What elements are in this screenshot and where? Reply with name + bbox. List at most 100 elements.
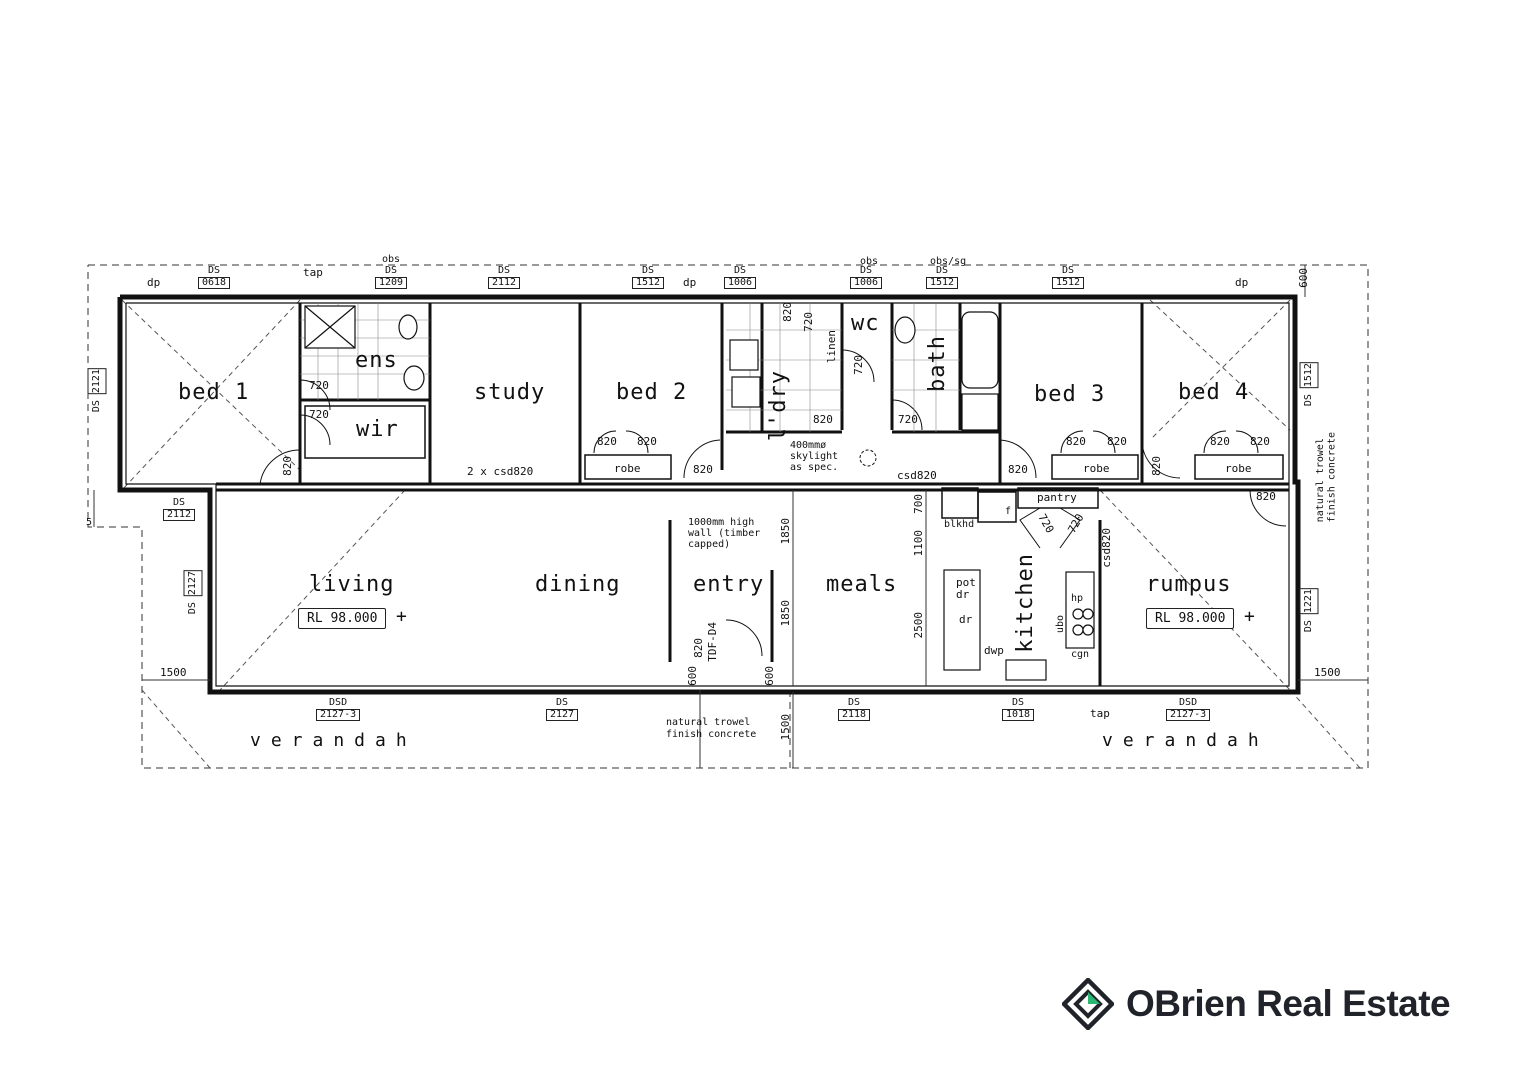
entry-door-label: TDF-D4 <box>706 622 719 662</box>
dim-820-bed4: 820 <box>1150 456 1163 476</box>
dim-720-ens: 720 <box>309 379 329 392</box>
room-bed-3: bed 3 <box>1034 382 1106 407</box>
dim-600-right: 600 <box>763 666 776 686</box>
rl-marker-living: RL 98.000 <box>298 608 387 629</box>
pot-drawer-label: pot dr <box>956 576 976 601</box>
underbench-oven-label: ubo <box>1055 615 1066 634</box>
dim-820-bed2: 820 <box>693 463 713 476</box>
downpipe-1: dp <box>147 276 161 289</box>
room-pantry: pantry <box>1037 491 1077 504</box>
window-ds-2121: DS 2121 <box>88 368 107 412</box>
room-ens: ens <box>355 348 398 373</box>
diamond-logo-icon <box>1062 978 1114 1030</box>
dim-720-wc: 720 <box>852 355 865 375</box>
room-dining: dining <box>535 572 621 597</box>
obs-sg-note: obs/sg <box>930 256 967 267</box>
cooking-label: cgn <box>1071 649 1090 660</box>
robe-bed-3: robe <box>1083 462 1110 475</box>
dim-600-left: 600 <box>686 666 699 686</box>
note-timber-wall: 1000mm high wall (timber capped) <box>688 517 761 550</box>
window-ds-1221: DS 1221 <box>1300 588 1319 632</box>
dim-720-wir: 720 <box>309 408 329 421</box>
room-laundry: l'dry <box>766 370 791 442</box>
room-wc: wc <box>851 311 880 336</box>
dim-820-rumpus: 820 <box>1256 490 1276 503</box>
verandah-front-left: verandah <box>250 730 417 751</box>
room-study: study <box>474 380 546 405</box>
dim-1850-lower: 1850 <box>779 600 792 627</box>
dim-600-top: 600 <box>1297 268 1310 288</box>
dim-820-ldry: 820 <box>813 413 833 426</box>
dim-700: 700 <box>912 494 925 514</box>
note-concrete-side: natural trowel finish concrete <box>1315 432 1338 523</box>
room-bed-4: bed 4 <box>1178 380 1250 405</box>
dishwasher-label: dwp <box>984 644 1004 657</box>
dim-820-robe2b: 820 <box>637 435 657 448</box>
dim-820-bed3: 820 <box>1008 463 1028 476</box>
room-entry: entry <box>693 572 765 597</box>
dim-820-entry: 820 <box>692 638 705 658</box>
room-rumpus: rumpus <box>1146 572 1232 597</box>
obs-note-wc: obs <box>860 256 879 267</box>
dim-820-robe3b: 820 <box>1107 435 1127 448</box>
dim-820-robe2a: 820 <box>597 435 617 448</box>
dim-2500: 2500 <box>912 612 925 639</box>
brand-name: OBrien Real Estate <box>1126 983 1451 1024</box>
dim-820-robe4b: 820 <box>1250 435 1270 448</box>
dim-1100: 1100 <box>912 530 925 557</box>
robe-bed-2: robe <box>614 462 641 475</box>
brand-logo: OBrien Real Estate <box>1062 978 1451 1030</box>
fridge-label: f <box>1005 506 1012 517</box>
room-bed-1: bed 1 <box>178 380 250 405</box>
downpipe-2: dp <box>683 276 697 289</box>
window-ds-1512-side: DS 1512 <box>1300 362 1319 406</box>
room-wir: wir <box>356 417 399 442</box>
dim-5: 5 <box>86 517 93 528</box>
note-cavity-sliding-doors: 2 x csd820 <box>467 465 534 478</box>
room-kitchen: kitchen <box>1013 553 1038 653</box>
dim-720-bath: 720 <box>898 413 918 426</box>
downpipe-3: dp <box>1235 276 1249 289</box>
dim-720-linen: 720 <box>802 312 815 332</box>
rl-marker-rumpus: RL 98.000 <box>1146 608 1235 629</box>
note-csd820-kitchen: csd820 <box>1100 528 1113 568</box>
room-bath: bath <box>925 335 950 392</box>
dim-1500-left: 1500 <box>160 666 187 679</box>
dim-820-bed1: 820 <box>281 456 294 476</box>
dim-820-ldry-door: 820 <box>781 302 794 322</box>
dim-1500-verandah: 1500 <box>779 714 792 741</box>
tap-top: tap <box>303 266 323 279</box>
bulkhead-label: blkhd <box>944 519 975 530</box>
note-concrete-front: natural trowel finish concrete <box>666 717 757 740</box>
tap-bottom: tap <box>1090 707 1110 720</box>
dim-820-robe4a: 820 <box>1210 435 1230 448</box>
dim-1850-upper: 1850 <box>779 518 792 545</box>
drawer-label: dr <box>959 613 973 626</box>
dim-820-robe3a: 820 <box>1066 435 1086 448</box>
room-living: living <box>309 572 395 597</box>
hotplate-label: hp <box>1071 593 1084 604</box>
room-bed-2: bed 2 <box>616 380 688 405</box>
robe-bed-4: robe <box>1225 462 1252 475</box>
obs-note: obs <box>382 254 401 265</box>
dim-1500-right: 1500 <box>1314 666 1341 679</box>
window-ds-2127-side: DS 2127 <box>184 570 203 614</box>
verandah-front-right: verandah <box>1102 730 1269 751</box>
room-meals: meals <box>826 572 898 597</box>
note-skylight: 400mmø skylight as spec. <box>790 440 839 473</box>
